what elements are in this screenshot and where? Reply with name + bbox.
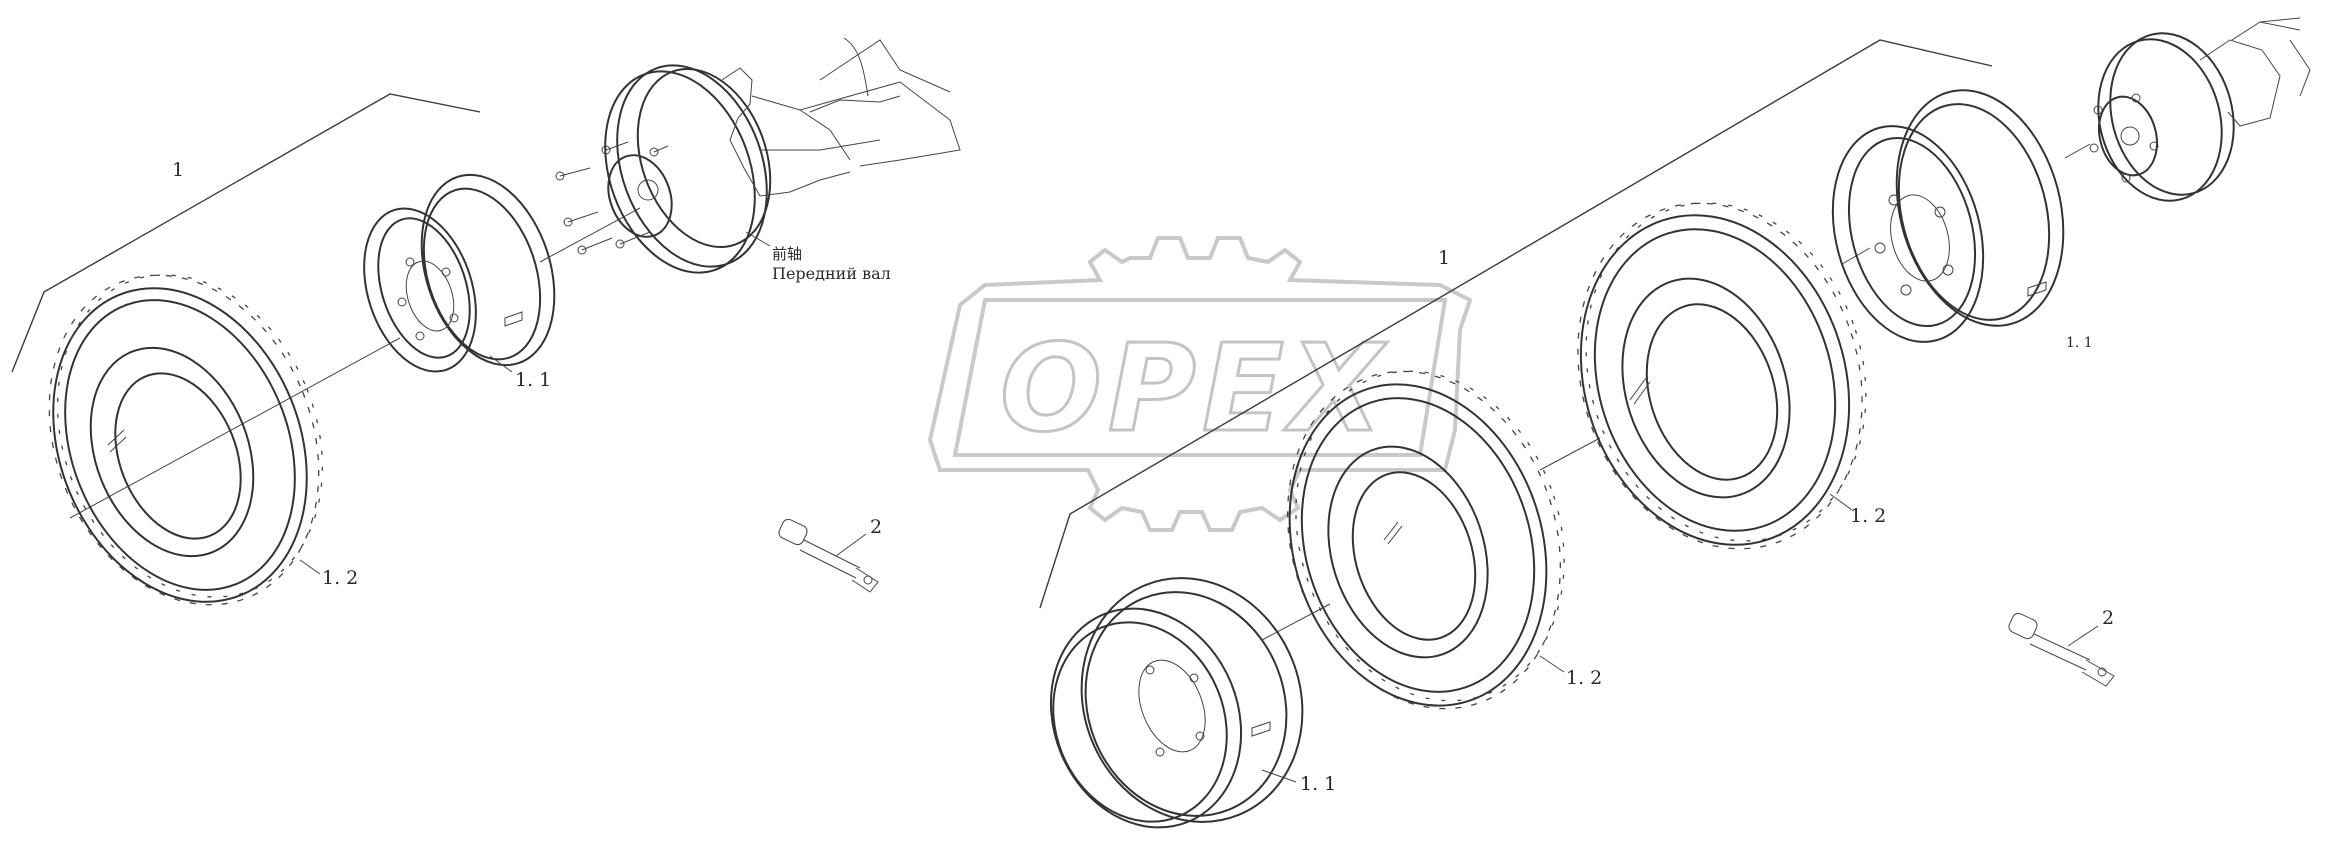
opex-watermark-logo: OPEX [927, 236, 1473, 532]
leader-valve-right [2067, 625, 2099, 647]
leader-tire-right-lower [1539, 655, 1565, 673]
callout-valve-left: 2 [870, 516, 882, 538]
leader-axle [745, 231, 771, 247]
axis-line-right [1261, 143, 2091, 641]
watermark-plate [952, 298, 1448, 457]
callout-valve-right: 2 [2102, 607, 2114, 629]
callout-rim-left: 1. 1 [515, 369, 551, 391]
watermark-gear [927, 236, 1473, 532]
leader-rim-right-lower [1261, 769, 1297, 783]
axle-label-cn: 前轴 [772, 245, 802, 263]
hub-drum-right [2089, 17, 2311, 202]
front-axle-left [721, 37, 961, 197]
rim-right-lower [1049, 577, 1304, 829]
leader-rim-left [489, 355, 513, 373]
tire-right-lower [1287, 370, 1565, 710]
callout-tire-right-upper: 1. 2 [1850, 505, 1886, 527]
callout-tire-left: 1. 2 [322, 567, 358, 589]
valve-right [2008, 612, 2115, 687]
front-axle-right [2199, 17, 2311, 127]
callout-tire-right-lower: 1. 2 [1566, 667, 1602, 689]
valve-left [778, 518, 879, 593]
watermark-text: OPEX [1000, 320, 1388, 459]
leader-assembly-right [1039, 39, 1993, 609]
leader-assembly-left [11, 93, 481, 373]
axis-line-left [69, 207, 641, 519]
leader-tire-right-upper [1829, 493, 1853, 511]
callout-assembly-left: 1 [172, 159, 184, 181]
valve-stem-left [107, 429, 127, 453]
tire-right-upper [1577, 202, 1867, 550]
callout-assembly-right: 1 [1438, 247, 1450, 269]
callout-rim-right-lower: 1. 1 [1300, 773, 1336, 795]
leader-tire-left [299, 559, 321, 575]
callout-rim-right-upper: 1. 1 [2066, 335, 2093, 351]
rim-left [363, 173, 556, 373]
tire-left [48, 274, 323, 606]
rim-right-upper [1831, 89, 2065, 343]
axle-label-ru: Передний вал [772, 264, 891, 283]
leader-valve-left [835, 533, 867, 557]
hub-drum-left [555, 64, 772, 274]
